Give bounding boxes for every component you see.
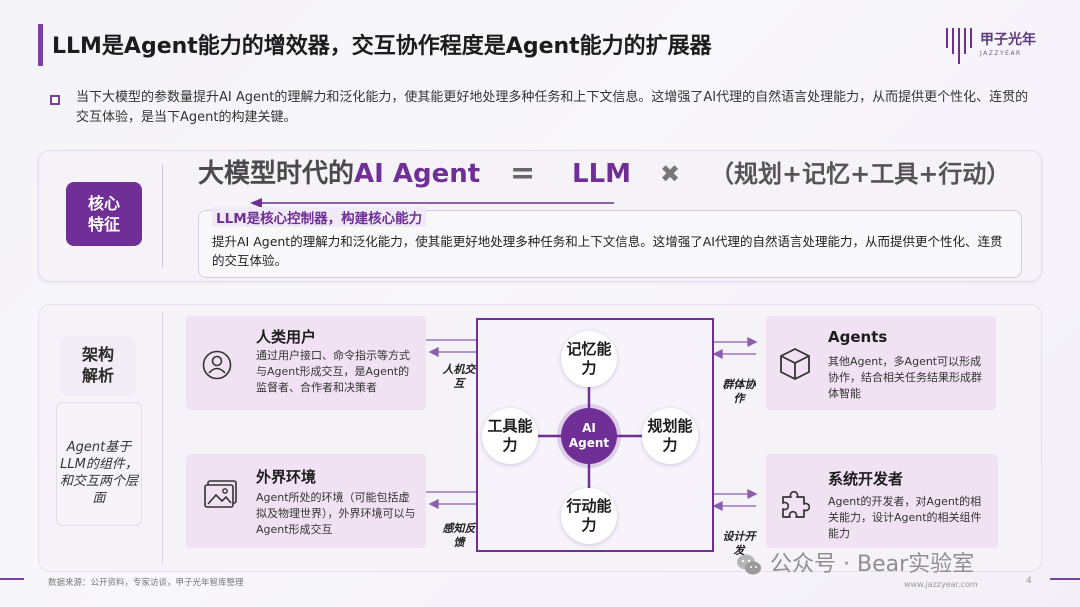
agent-spokes [538, 386, 642, 488]
architecture-divider [162, 312, 163, 564]
formula-components: （规划+记忆+工具+行动） [710, 160, 1011, 188]
architecture-badge: 架构 解析 [60, 336, 136, 396]
formula-accent: AI Agent [354, 159, 481, 189]
formula-multiply-icon: ✖ [660, 160, 681, 188]
page-title: LLM是Agent能力的增效器，交互协作程度是Agent能力的扩展器 [52, 34, 712, 59]
node-ai-agent: AI Agent [561, 408, 617, 464]
label-human-interaction: 人机交互 [442, 363, 476, 390]
label-design-development: 设计开发 [722, 530, 756, 557]
core-badge-line2: 特征 [87, 215, 120, 234]
formula-agent: 大模型时代的AI Agent [198, 152, 480, 196]
card-env-text: Agent所处的环境（可能包括虚拟及物理世界），外界环境可以与Agent形成交互 [256, 491, 416, 536]
brand-mark-icon [946, 28, 972, 64]
formula-llm: LLM [572, 159, 632, 189]
card-human-text: 通过用户接口、命令指示等方式与Agent形成交互，是Agent的监督者、合作者和… [256, 349, 410, 394]
card-human-title: 人类用户 [256, 328, 317, 346]
watermark: 公众号 · Bear实验室 [770, 552, 975, 577]
formula-prefix: 大模型时代的 [198, 159, 355, 189]
node-action: 行动能力 [561, 488, 617, 544]
label-perception-feedback: 感知反馈 [442, 522, 476, 549]
puzzle-icon [782, 490, 810, 518]
label-group-collaboration: 群体协作 [722, 378, 756, 405]
card-dev-title: 系统开发者 [828, 470, 904, 488]
user-icon [202, 350, 232, 380]
node-tools: 工具能力 [482, 408, 538, 464]
node-ai-line2: Agent [568, 436, 610, 450]
card-agents: Agents 其他Agent，多Agent可以形成协作，结合相关任务结果形成群体… [766, 316, 996, 410]
page-number: 4 [1026, 576, 1032, 586]
arch-badge-line2: 解析 [81, 366, 114, 385]
brand-name: 甲子光年 [980, 32, 1036, 48]
architecture-note: Agent基于LLM的组件，和交互两个层面 [56, 402, 142, 526]
llm-description: 提升AI Agent的理解力和泛化能力，使其能更好地处理多种任务和上下文信息。这… [212, 234, 1003, 268]
card-env-title: 外界环境 [256, 468, 317, 486]
bullet-square-icon [50, 95, 60, 105]
image-icon [204, 480, 237, 508]
intro-text: 当下大模型的参数量提升AI Agent的理解力和泛化能力，使其能更好地处理多种任… [76, 90, 1029, 125]
card-human-users: 人类用户 通过用户接口、命令指示等方式与Agent形成交互，是Agent的监督者… [186, 316, 426, 410]
brand-subtitle: JAZZYEAR [980, 50, 1022, 57]
core-badge: 核心 特征 [66, 182, 142, 246]
card-agents-text: 其他Agent，多Agent可以形成协作，结合相关任务结果形成群体智能 [828, 355, 982, 400]
title-accent-bar [38, 24, 43, 66]
llm-tag: LLM是核心控制器，构建核心能力 [212, 207, 427, 227]
core-badge-line1: 核心 [87, 194, 120, 213]
wechat-icon [737, 554, 761, 575]
arch-badge-line1: 架构 [81, 345, 114, 364]
data-source: 数据来源：公开资料，专家访谈，甲子光年智库整理 [48, 578, 244, 588]
card-dev-text: Agent的开发者，对Agent的相关能力，设计Agent的相关组件能力 [828, 495, 982, 540]
footer-accent-right [1050, 578, 1080, 580]
cube-icon [780, 347, 810, 381]
llm-arrow-icon [250, 198, 614, 208]
formula-equals: = [510, 156, 536, 191]
brand-logo: 甲子光年 JAZZYEAR [944, 26, 1054, 66]
node-ai-line1: AI [582, 421, 596, 435]
card-agents-title: Agents [828, 328, 888, 346]
footer-accent-left [0, 578, 24, 580]
node-memory: 记忆能力 [561, 331, 617, 387]
site-url: www.jazzyear.com [904, 580, 978, 589]
core-divider [162, 164, 163, 268]
node-planning: 规划能力 [642, 408, 698, 464]
